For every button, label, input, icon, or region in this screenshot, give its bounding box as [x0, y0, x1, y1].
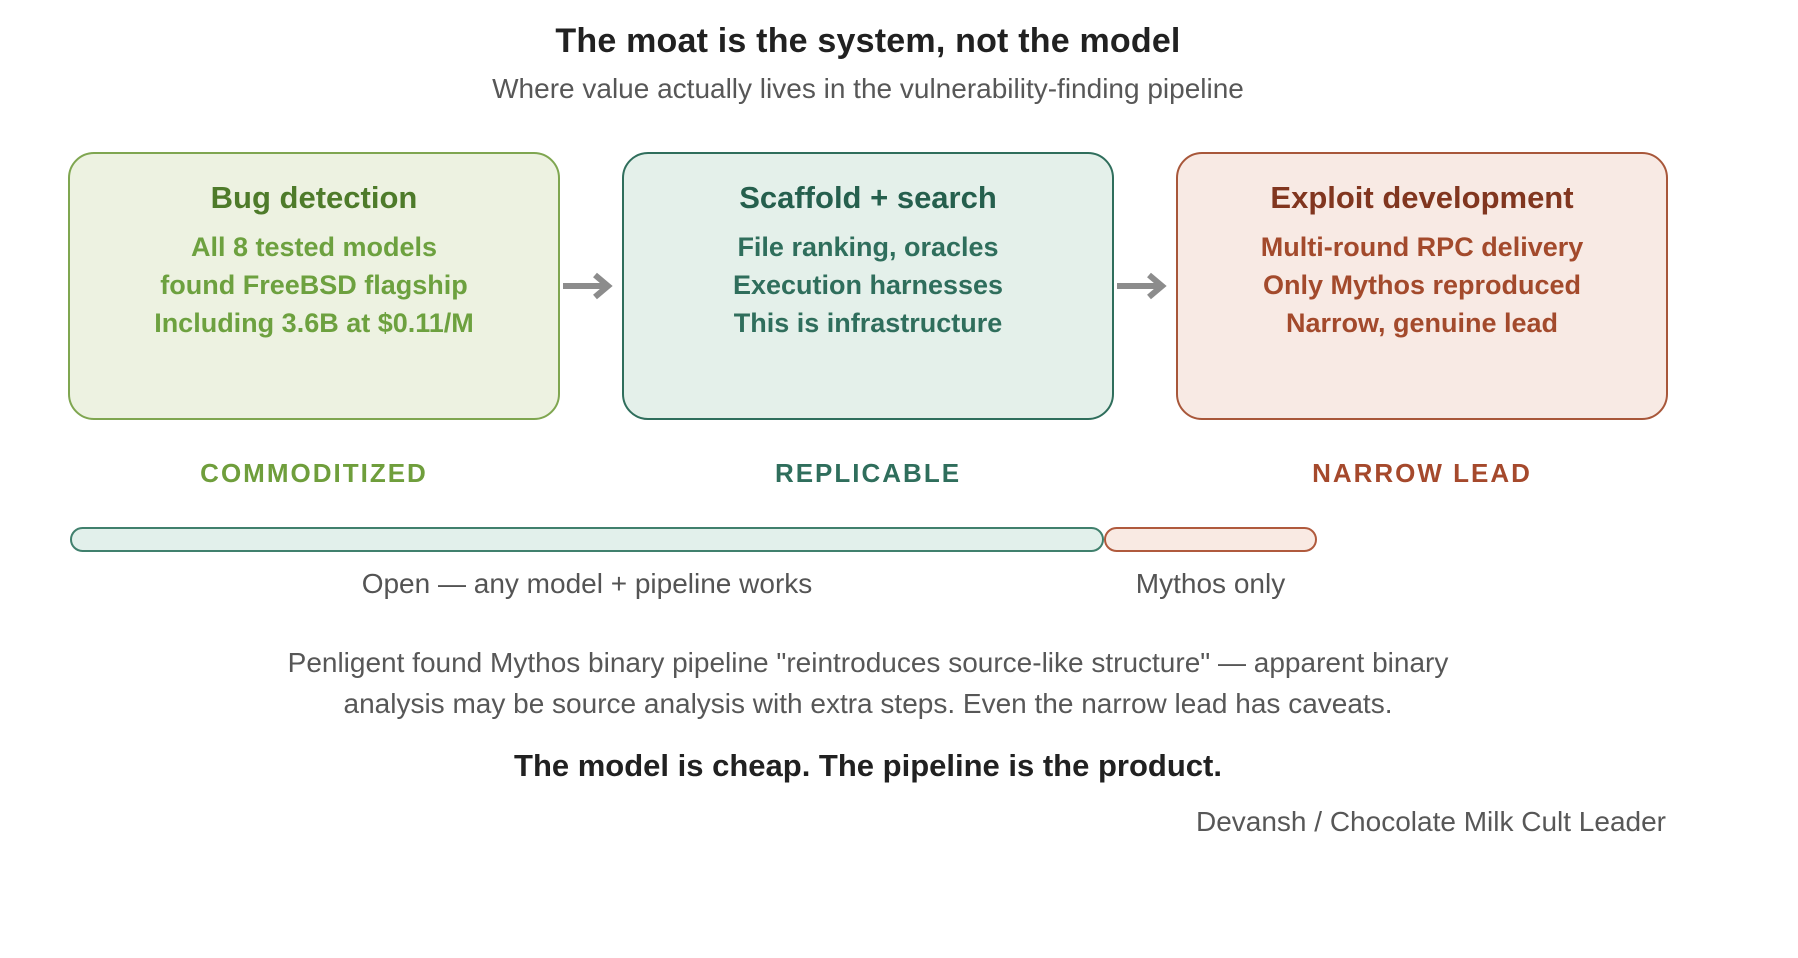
- stage-box-bug-detection: Bug detection All 8 tested models found …: [68, 152, 560, 420]
- caveat-note: Penligent found Mythos binary pipeline "…: [68, 642, 1668, 724]
- bar-label-open: Open — any model + pipeline works: [361, 568, 813, 599]
- stage-detail: Execution harnesses: [732, 270, 1004, 300]
- stage-detail: File ranking, oracles: [737, 232, 999, 262]
- arrow-right-icon: [1117, 272, 1167, 300]
- stage-tag-commoditized: COMMODITIZED: [200, 458, 428, 488]
- page-title: The moat is the system, not the model: [555, 22, 1181, 60]
- takeaway-statement: The model is cheap. The pipeline is the …: [514, 748, 1222, 783]
- bar-label-mythos: Mythos only: [1135, 568, 1286, 599]
- page-subtitle: Where value actually lives in the vulner…: [492, 73, 1244, 104]
- stage-detail: Narrow, genuine lead: [1285, 308, 1559, 338]
- stage-box-scaffold-search: Scaffold + search File ranking, oracles …: [622, 152, 1114, 420]
- header: The moat is the system, not the model Wh…: [68, 22, 1668, 105]
- stage-tag-replicable: REPLICABLE: [774, 458, 962, 488]
- stage-title: Bug detection: [210, 180, 418, 215]
- stage-column-bug-detection: Bug detection All 8 tested models found …: [68, 152, 560, 489]
- stage-detail: Multi-round RPC delivery: [1260, 232, 1584, 262]
- stage-detail: Including 3.6B at $0.11/M: [154, 308, 474, 338]
- bar-segment-mythos: [1104, 527, 1317, 552]
- stage-detail: This is infrastructure: [733, 308, 1003, 338]
- arrow-cell: [1114, 272, 1176, 300]
- moat-proportion-bar: [70, 527, 1317, 552]
- stage-column-exploit-development: Exploit development Multi-round RPC deli…: [1176, 152, 1668, 489]
- caveat-note-line2: analysis may be source analysis with ext…: [343, 688, 1393, 719]
- stage-detail: All 8 tested models: [190, 232, 438, 262]
- stage-box-exploit-development: Exploit development Multi-round RPC deli…: [1176, 152, 1668, 420]
- stage-column-scaffold-search: Scaffold + search File ranking, oracles …: [622, 152, 1114, 489]
- stage-detail: Only Mythos reproduced: [1262, 270, 1582, 300]
- stage-tag-narrow-lead: NARROW LEAD: [1312, 458, 1532, 488]
- arrow-right-icon: [563, 272, 613, 300]
- arrow-cell: [560, 272, 622, 300]
- stage-title: Scaffold + search: [739, 180, 997, 215]
- bar-segment-open: [70, 527, 1104, 552]
- pipeline-stages-row: Bug detection All 8 tested models found …: [68, 152, 1668, 489]
- stage-detail: found FreeBSD flagship: [160, 270, 468, 300]
- caveat-note-line1: Penligent found Mythos binary pipeline "…: [287, 647, 1449, 678]
- stage-title: Exploit development: [1270, 180, 1574, 215]
- attribution: Devansh / Chocolate Milk Cult Leader: [1195, 806, 1666, 837]
